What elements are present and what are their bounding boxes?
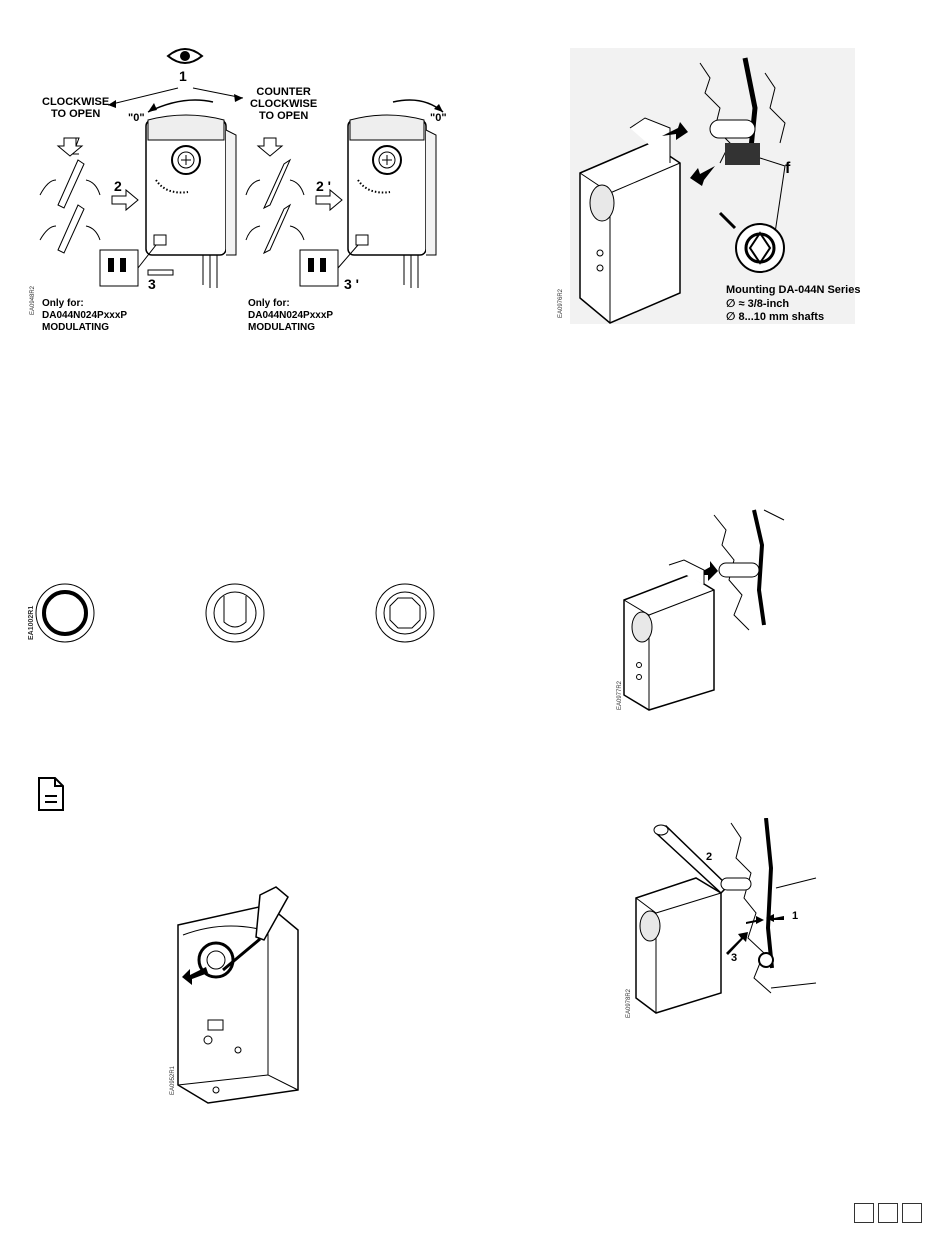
mounting-figure-code: EA0976R2 bbox=[558, 289, 564, 318]
mounting-shaft-inch-text: ≈ 3/8-inch bbox=[738, 298, 789, 310]
step-1-label: 1 bbox=[179, 68, 187, 84]
screwdriver-figure: EA0952R1 bbox=[168, 885, 313, 1105]
eye-icon bbox=[168, 49, 202, 63]
clockwise-line-1: CLOCKWISE bbox=[42, 96, 109, 108]
mounting-series-title: Mounting DA-044N Series bbox=[726, 284, 860, 296]
round-shaft-icon bbox=[36, 584, 94, 642]
diameter-icon: ∅ bbox=[726, 311, 738, 323]
document-icon bbox=[36, 776, 66, 812]
shaft-shapes-drawing bbox=[28, 578, 448, 648]
step-2-prime-label: 2 ' bbox=[316, 178, 331, 194]
mounting-shaft-mm-text: 8...10 mm shafts bbox=[738, 311, 824, 323]
zero-label-right: "0" bbox=[430, 112, 447, 124]
crank-figure: 1 2 3 EA0978R2 bbox=[626, 818, 826, 1023]
rotation-direction-figure: 1 CLOCKWISE TO OPEN COUNTER CLOCKWISE TO… bbox=[28, 40, 458, 345]
step-3-prime-label: 3 ' bbox=[344, 276, 359, 292]
actuator-right bbox=[348, 115, 436, 288]
actuator-shaft-code: EA0977R2 bbox=[617, 681, 623, 710]
mounting-shaft-inch: ∅ ≈ 3/8-inch bbox=[726, 298, 789, 310]
shaft-shapes-code: EA1002R1 bbox=[28, 606, 35, 640]
note-icon bbox=[36, 776, 66, 812]
step-2-label: 2 bbox=[114, 178, 122, 194]
mounting-figure: f Mounting DA-044N Series ∅ ≈ 3/8-inch ∅… bbox=[570, 48, 855, 324]
only-for-right-line-2: DA044N024PxxxP bbox=[248, 310, 333, 322]
figure-code: EA0948R2 bbox=[30, 286, 36, 315]
actuator-shaft-figure: EA0977R2 bbox=[614, 505, 804, 715]
shaft-shapes-figure: EA1002R1 bbox=[28, 578, 448, 648]
screwdriver-figure-code: EA0952R1 bbox=[170, 1066, 176, 1095]
actuator-body bbox=[178, 905, 298, 1103]
only-for-left-line-2: DA044N024PxxxP bbox=[42, 310, 127, 322]
actuator-shaft-drawing bbox=[614, 505, 804, 715]
corner-box bbox=[854, 1203, 874, 1223]
only-for-left: Only for: DA044N024PxxxP MODULATING bbox=[42, 298, 127, 334]
screwdriver-drawing bbox=[168, 885, 313, 1105]
actuator-left bbox=[146, 115, 236, 288]
only-for-right: Only for: DA044N024PxxxP MODULATING bbox=[248, 298, 333, 334]
f-label: f bbox=[785, 160, 790, 178]
corner-box bbox=[878, 1203, 898, 1223]
clockwise-line-2: TO OPEN bbox=[42, 108, 109, 120]
counter-line-2: CLOCKWISE bbox=[250, 98, 317, 110]
zero-label-left: "0" bbox=[128, 112, 145, 124]
corner-box bbox=[902, 1203, 922, 1223]
crank-label-1: 1 bbox=[792, 910, 798, 922]
only-for-right-line-3: MODULATING bbox=[248, 322, 333, 334]
mounting-shaft-mm: ∅ 8...10 mm shafts bbox=[726, 311, 824, 323]
flat-shaft-icon bbox=[206, 584, 264, 642]
square-shaft-icon bbox=[376, 584, 434, 642]
actuator-body bbox=[636, 878, 721, 1013]
actuator-body bbox=[624, 560, 714, 710]
counter-line-3: TO OPEN bbox=[250, 110, 317, 122]
only-for-left-line-1: Only for: bbox=[42, 298, 127, 310]
diameter-icon: ∅ bbox=[726, 298, 738, 310]
mounting-drawing bbox=[570, 48, 855, 324]
crank-label-2: 2 bbox=[706, 851, 712, 863]
step-3-label: 3 bbox=[148, 276, 156, 292]
clockwise-label: CLOCKWISE TO OPEN bbox=[42, 96, 109, 120]
counter-clockwise-label: COUNTER CLOCKWISE TO OPEN bbox=[250, 86, 317, 122]
page-corner-boxes bbox=[854, 1203, 922, 1223]
crank-figure-code: EA0978R2 bbox=[626, 989, 632, 1018]
counter-line-1: COUNTER bbox=[250, 86, 317, 98]
only-for-left-line-3: MODULATING bbox=[42, 322, 127, 334]
crank-label-3: 3 bbox=[731, 952, 737, 964]
only-for-right-line-1: Only for: bbox=[248, 298, 333, 310]
